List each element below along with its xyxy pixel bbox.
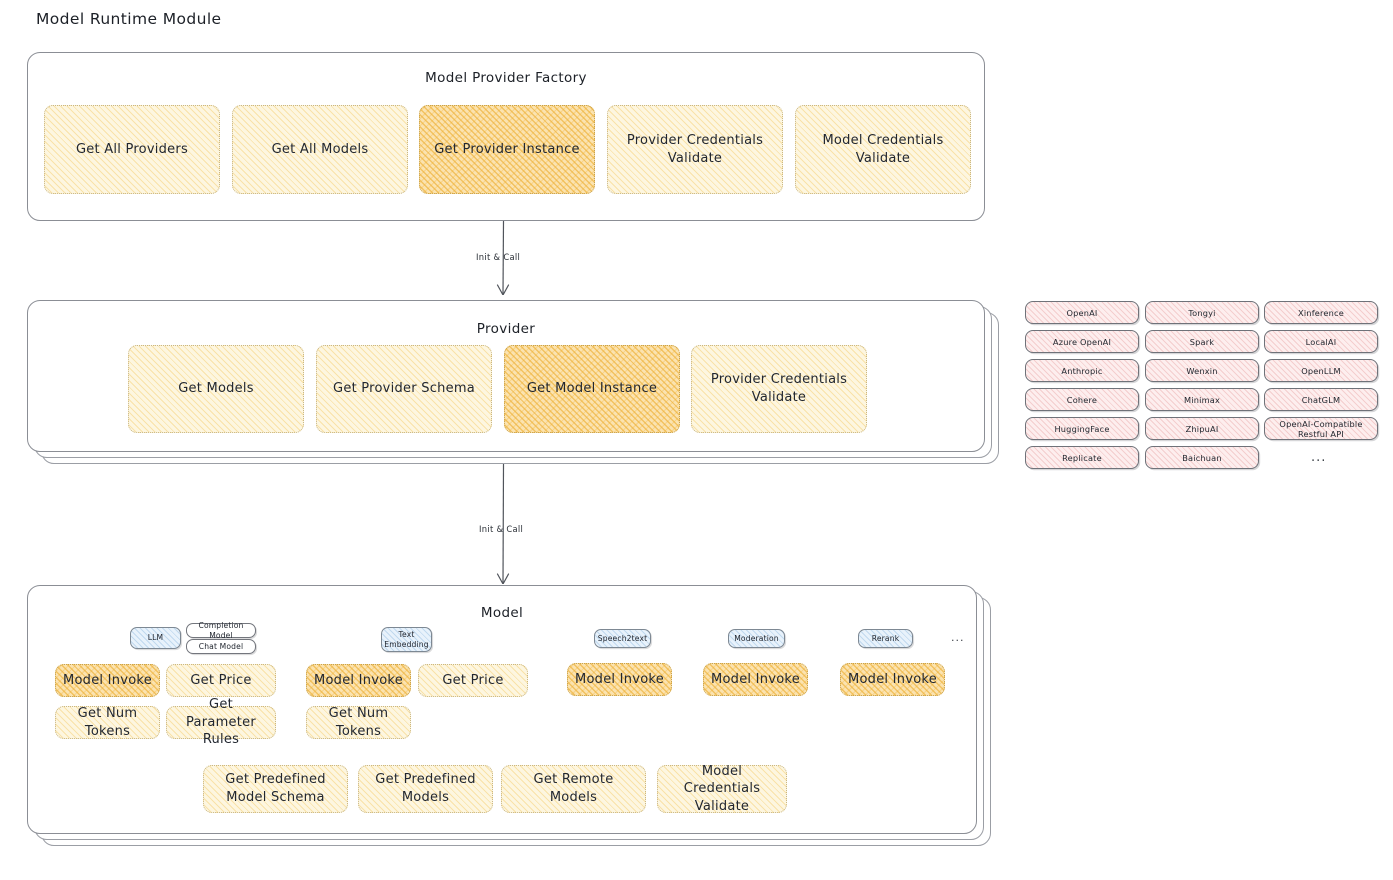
model-node-get-predefined-model-schema[interactable]: Get Predefined Model Schema (203, 765, 348, 813)
model-type-badge-text-embedding[interactable]: Text Embedding (381, 627, 432, 652)
model-sub-badge-completion-model[interactable]: Completion Model (186, 621, 256, 640)
factory-node-model-credentials-validate[interactable]: Model Credentials Validate (795, 105, 971, 194)
connector-factory-to-provider (496, 221, 510, 295)
factory-node-get-provider-instance[interactable]: Get Provider Instance (419, 105, 595, 194)
provider-title: Provider (476, 321, 536, 337)
llm-node-get-price[interactable]: Get Price (166, 664, 276, 697)
model-node-get-remote-models[interactable]: Get Remote Models (501, 765, 646, 813)
provider-chip-openllm[interactable]: OpenLLM (1264, 359, 1378, 382)
provider-node-get-provider-schema[interactable]: Get Provider Schema (316, 345, 492, 433)
model-provider-factory-title: Model Provider Factory (425, 70, 587, 86)
provider-chip-baichuan[interactable]: Baichuan (1145, 446, 1259, 469)
factory-node-get-all-models[interactable]: Get All Models (232, 105, 408, 194)
provider-chip-openai-compatible-restful-api[interactable]: OpenAI-Compatible Restful API (1264, 417, 1378, 440)
connector-2-label: Init & Call (479, 524, 524, 534)
moderation-node-model-invoke[interactable]: Model Invoke (703, 663, 808, 696)
provider-chip-minimax[interactable]: Minimax (1145, 388, 1259, 411)
provider-chip-anthropic[interactable]: Anthropic (1025, 359, 1139, 382)
model-type-badge-rerank[interactable]: Rerank (858, 629, 913, 648)
provider-chip-localai[interactable]: LocalAI (1264, 330, 1378, 353)
model-type-badge-llm[interactable]: LLM (130, 627, 181, 649)
text-embedding-node-get-num-tokens[interactable]: Get Num Tokens (306, 706, 411, 739)
provider-chip-replicate[interactable]: Replicate (1025, 446, 1139, 469)
provider-chip-huggingface[interactable]: HuggingFace (1025, 417, 1139, 440)
rerank-node-model-invoke[interactable]: Model Invoke (840, 663, 945, 696)
provider-chip-spark[interactable]: Spark (1145, 330, 1259, 353)
model-sub-badge-chat-model[interactable]: Chat Model (186, 639, 256, 654)
model-node-get-predefined-models[interactable]: Get Predefined Models (358, 765, 493, 813)
model-type-badge-moderation[interactable]: Moderation (728, 629, 785, 648)
text-embedding-node-get-price[interactable]: Get Price (418, 664, 528, 697)
speech2text-node-model-invoke[interactable]: Model Invoke (567, 663, 672, 696)
page-title: Model Runtime Module (36, 10, 222, 28)
provider-chip-wenxin[interactable]: Wenxin (1145, 359, 1259, 382)
provider-chip-cohere[interactable]: Cohere (1025, 388, 1139, 411)
text-embedding-node-model-invoke[interactable]: Model Invoke (306, 664, 411, 697)
model-node-model-credentials-validate[interactable]: Model Credentials Validate (657, 764, 787, 814)
connector-provider-to-model (496, 464, 510, 584)
model-title: Model (480, 605, 524, 621)
provider-node-provider-credentials-validate[interactable]: Provider Credentials Validate (691, 345, 867, 433)
provider-node-get-models[interactable]: Get Models (128, 345, 304, 433)
llm-node-model-invoke[interactable]: Model Invoke (55, 664, 160, 697)
factory-node-provider-credentials-validate[interactable]: Provider Credentials Validate (607, 105, 783, 194)
provider-node-get-model-instance[interactable]: Get Model Instance (504, 345, 680, 433)
provider-chip-xinference[interactable]: Xinference (1264, 301, 1378, 324)
provider-chip-openai[interactable]: OpenAI (1025, 301, 1139, 324)
provider-chip-azure-openai[interactable]: Azure OpenAI (1025, 330, 1139, 353)
model-type-badge-speech2text[interactable]: Speech2text (594, 629, 651, 648)
provider-list-ellipsis: ... (1311, 450, 1327, 465)
factory-node-get-all-providers[interactable]: Get All Providers (44, 105, 220, 194)
llm-node-get-parameter-rules[interactable]: Get Parameter Rules (166, 697, 276, 747)
provider-chip-tongyi[interactable]: Tongyi (1145, 301, 1259, 324)
provider-chip-chatglm[interactable]: ChatGLM (1264, 388, 1378, 411)
model-types-ellipsis: ... (951, 631, 965, 644)
llm-node-get-num-tokens[interactable]: Get Num Tokens (55, 706, 160, 739)
connector-1-label: Init & Call (476, 252, 521, 262)
provider-chip-zhipuai[interactable]: ZhipuAI (1145, 417, 1259, 440)
